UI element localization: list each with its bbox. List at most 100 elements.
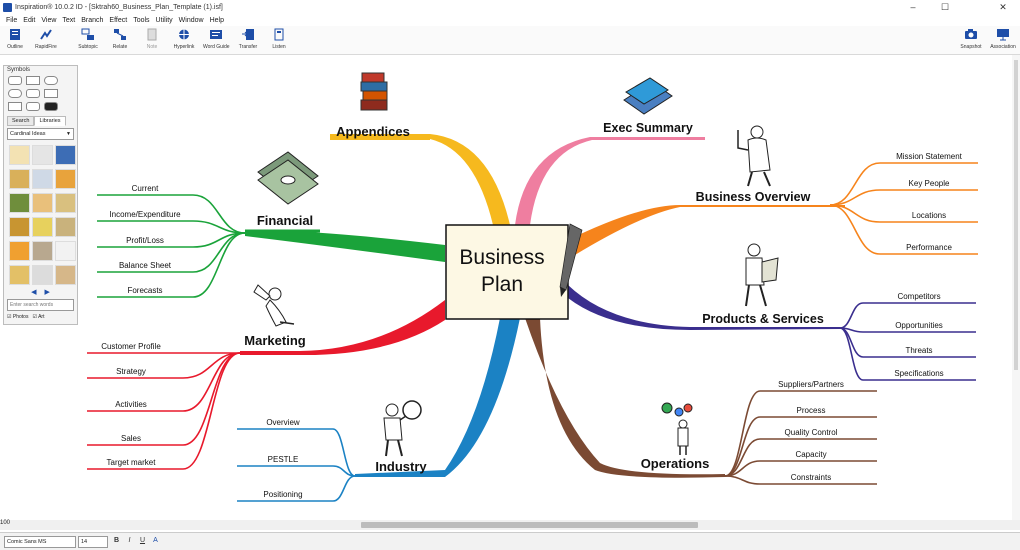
- library-symbol[interactable]: [55, 217, 76, 237]
- subtopic-specifications[interactable]: Specifications: [894, 369, 943, 378]
- tab-libraries[interactable]: Libraries: [34, 116, 66, 126]
- cloud-shape-icon[interactable]: [8, 89, 22, 98]
- library-symbol[interactable]: [55, 193, 76, 213]
- horizontal-scrollbar[interactable]: [0, 520, 1020, 530]
- menu-tools[interactable]: Tools: [133, 16, 150, 24]
- subtopic-income-expenditure[interactable]: Income/Expenditure: [109, 210, 181, 219]
- library-symbol[interactable]: [55, 241, 76, 261]
- art-checkbox[interactable]: ☑ Art: [32, 314, 45, 320]
- menu-window[interactable]: Window: [178, 16, 204, 24]
- subtopic-target-market[interactable]: Target market: [107, 458, 157, 467]
- menu-view[interactable]: View: [41, 16, 57, 24]
- tab-search[interactable]: Search: [7, 116, 35, 126]
- library-symbol[interactable]: [9, 169, 30, 189]
- topic-industry[interactable]: Industry: [375, 459, 427, 474]
- topic-appendices[interactable]: Appendices: [336, 124, 410, 139]
- subtopic-quality-control[interactable]: Quality Control: [785, 428, 838, 437]
- topic-exec-summary[interactable]: Exec Summary: [603, 121, 693, 135]
- subtopic-customer-profile[interactable]: Customer Profile: [101, 342, 161, 351]
- tag-shape-icon[interactable]: [26, 102, 40, 111]
- photos-checkbox[interactable]: ☑ Photos: [7, 314, 29, 320]
- menu-file[interactable]: File: [6, 16, 18, 24]
- subtopic-locations[interactable]: Locations: [912, 211, 946, 220]
- underline-button[interactable]: U: [139, 537, 146, 544]
- vertical-scrollbar[interactable]: [1012, 55, 1020, 520]
- subtopic-activities[interactable]: Activities: [115, 400, 147, 409]
- library-symbol[interactable]: [32, 145, 53, 165]
- library-symbol[interactable]: [55, 169, 76, 189]
- subtopic-balance-sheet[interactable]: Balance Sheet: [119, 261, 172, 270]
- library-symbol[interactable]: [55, 145, 76, 165]
- listen-button[interactable]: Listen: [266, 28, 292, 52]
- rapidfire-button[interactable]: RapidFire: [33, 28, 59, 52]
- close-button[interactable]: ✕: [999, 2, 1007, 12]
- subtopic-threats[interactable]: Threats: [905, 346, 932, 355]
- association-button[interactable]: Association: [990, 28, 1016, 52]
- box-shape-icon[interactable]: [8, 102, 22, 111]
- library-symbol[interactable]: [32, 217, 53, 237]
- subtopic-current[interactable]: Current: [132, 184, 159, 193]
- subtopic-opportunities[interactable]: Opportunities: [895, 321, 943, 330]
- font-select[interactable]: Comic Sans MS: [4, 536, 76, 548]
- subtopic-sales[interactable]: Sales: [121, 434, 141, 443]
- transfer-button[interactable]: Transfer: [235, 28, 261, 52]
- relate-button[interactable]: Relate: [107, 28, 133, 52]
- word-guide-button[interactable]: Word Guide: [203, 28, 230, 52]
- topic-products-services[interactable]: Products & Services: [702, 312, 824, 326]
- diamond-shape-icon[interactable]: [26, 89, 40, 98]
- note-shape-icon[interactable]: [44, 89, 58, 98]
- library-symbol[interactable]: [32, 241, 53, 261]
- hyperlink-button[interactable]: Hyperlink: [171, 28, 197, 52]
- menu-text[interactable]: Text: [62, 16, 76, 24]
- banner-shape-icon[interactable]: [44, 102, 58, 111]
- library-symbol[interactable]: [32, 193, 53, 213]
- library-symbol[interactable]: [32, 169, 53, 189]
- outline-button[interactable]: Outline: [2, 28, 28, 52]
- mindmap-canvas[interactable]: Business Plan Appendices Exec Summary Bu…: [0, 55, 1012, 520]
- prev-page-icon[interactable]: ◀: [31, 289, 37, 296]
- subtopic-forecasts[interactable]: Forecasts: [127, 286, 162, 295]
- subtopic-profit-loss[interactable]: Profit/Loss: [126, 236, 164, 245]
- subtopic-key-people[interactable]: Key People: [909, 179, 950, 188]
- horizontal-scroll-thumb[interactable]: [361, 522, 698, 528]
- library-symbol[interactable]: [9, 193, 30, 213]
- library-symbol[interactable]: [9, 145, 30, 165]
- library-select[interactable]: Cardinal Ideas ▼: [7, 128, 74, 140]
- subtopic-performance[interactable]: Performance: [906, 243, 952, 252]
- topic-financial[interactable]: Financial: [257, 213, 313, 228]
- topic-marketing[interactable]: Marketing: [244, 333, 305, 348]
- subtopic-suppliers-partners[interactable]: Suppliers/Partners: [778, 380, 844, 389]
- topic-operations[interactable]: Operations: [641, 456, 710, 471]
- library-symbol[interactable]: [9, 217, 30, 237]
- rounded-rect-shape-icon[interactable]: [8, 76, 22, 85]
- library-symbol[interactable]: [55, 265, 76, 285]
- text-color-button[interactable]: A: [153, 537, 158, 544]
- zoom-control[interactable]: 100: [0, 520, 80, 530]
- symbol-search-input[interactable]: Enter search words: [7, 299, 74, 311]
- subtopic-process[interactable]: Process: [797, 406, 826, 415]
- library-symbol[interactable]: [32, 265, 53, 285]
- menu-effect[interactable]: Effect: [109, 16, 128, 24]
- menu-edit[interactable]: Edit: [23, 16, 36, 24]
- font-size-select[interactable]: 14: [78, 536, 108, 548]
- next-page-icon[interactable]: ▶: [44, 289, 50, 296]
- note-button[interactable]: Note: [139, 28, 165, 52]
- subtopic-pestle[interactable]: PESTLE: [268, 455, 299, 464]
- subtopic-constraints[interactable]: Constraints: [791, 473, 831, 482]
- subtopic-overview[interactable]: Overview: [266, 418, 300, 427]
- topic-business-overview[interactable]: Business Overview: [696, 190, 811, 204]
- library-symbol[interactable]: [9, 241, 30, 261]
- menu-help[interactable]: Help: [209, 16, 224, 24]
- subtopic-mission-statement[interactable]: Mission Statement: [896, 152, 963, 161]
- menu-branch[interactable]: Branch: [81, 16, 104, 24]
- bold-button[interactable]: B: [113, 537, 120, 544]
- library-symbol[interactable]: [9, 265, 30, 285]
- subtopic-capacity[interactable]: Capacity: [795, 450, 826, 459]
- italic-button[interactable]: I: [128, 537, 131, 544]
- subtopic-strategy[interactable]: Strategy: [116, 367, 146, 376]
- maximize-button[interactable]: ☐: [940, 2, 950, 12]
- snapshot-button[interactable]: Snapshot: [958, 28, 984, 52]
- subtopic-competitors[interactable]: Competitors: [897, 292, 940, 301]
- subtopic-positioning[interactable]: Positioning: [263, 490, 302, 499]
- minimize-button[interactable]: –: [910, 2, 916, 12]
